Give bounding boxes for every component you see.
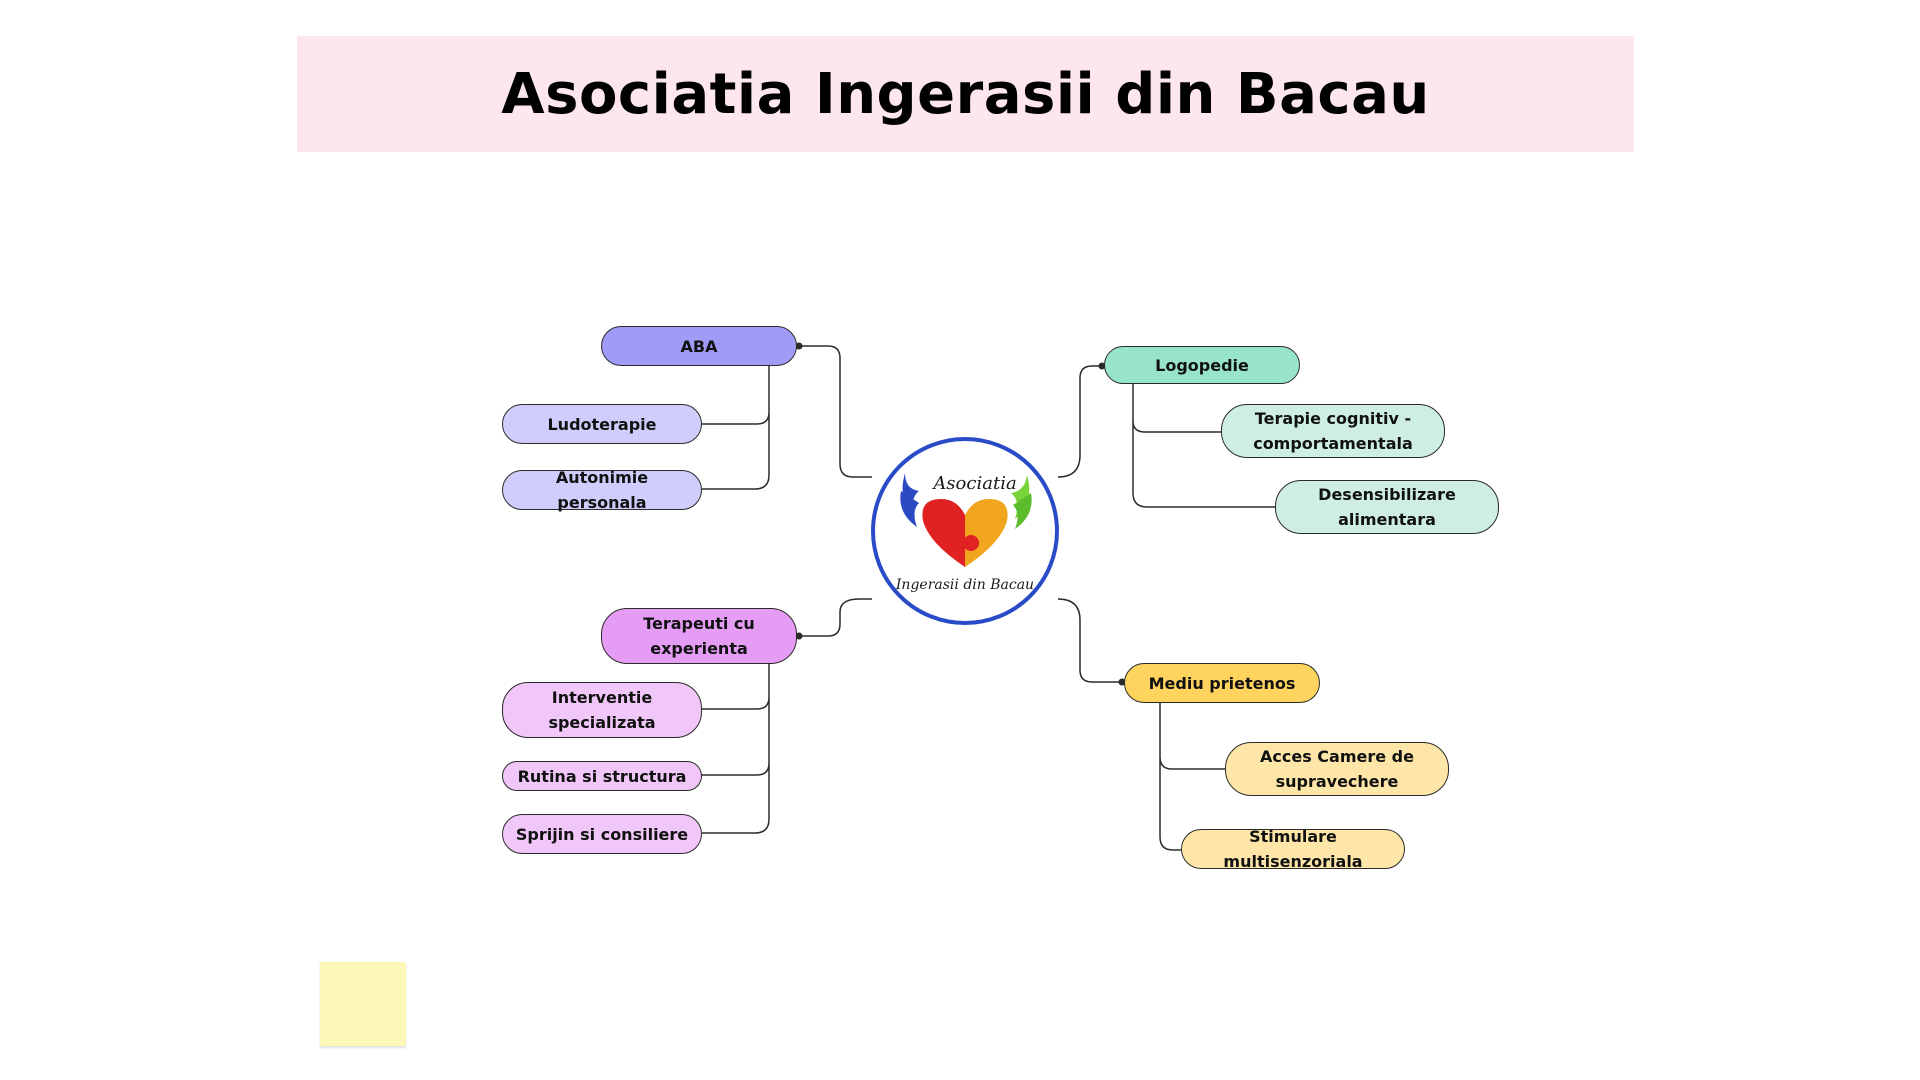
connector-aba-children <box>702 364 770 490</box>
connector-terapeuti-children <box>702 664 770 834</box>
logo: Asociatia Ingerasii din Bacau <box>871 437 1059 625</box>
logo-top-text: Asociatia <box>933 473 1017 494</box>
node-sprijin-si-consiliere[interactable]: Sprijin si consiliere <box>502 814 702 854</box>
connector-dot-logopedie <box>1098 362 1106 370</box>
connector-logopedie-children <box>1132 384 1275 508</box>
node-mediu-prietenos[interactable]: Mediu prietenos <box>1124 663 1320 703</box>
connector-dot-mediu <box>1118 678 1126 686</box>
node-desensibilizare-alimentara[interactable]: Desensibilizare alimentara <box>1275 480 1499 534</box>
node-terapeuti-cu-experienta[interactable]: Terapeuti cu experienta <box>601 608 797 664</box>
node-interventie-specializata[interactable]: Interventie specializata <box>502 682 702 738</box>
connector-mediu-children <box>1159 701 1225 851</box>
connector-dot-aba <box>795 342 803 350</box>
title-banner: Asociatia Ingerasii din Bacau <box>297 36 1634 152</box>
connector-dot-terapeuti <box>795 632 803 640</box>
node-ludoterapie[interactable]: Ludoterapie <box>502 404 702 444</box>
logo-emblem-icon <box>900 473 1032 567</box>
node-stimulare-multisenzoriala[interactable]: Stimulare multisenzoriala <box>1181 827 1405 871</box>
connector-center-aba <box>799 345 872 478</box>
node-logopedie[interactable]: Logopedie <box>1104 346 1300 384</box>
connector-center-mediu <box>1057 598 1122 683</box>
node-rutina-si-structura[interactable]: Rutina si structura <box>502 761 702 791</box>
logo-bottom-text: Ingerasii din Bacau <box>895 577 1035 593</box>
sticky-note[interactable] <box>320 962 406 1046</box>
node-terapie-cognitiv[interactable]: Terapie cognitiv - comportamentala <box>1221 404 1445 458</box>
connector-center-terapeuti <box>799 598 872 637</box>
node-acces-camere[interactable]: Acces Camere de supravechere <box>1225 742 1449 796</box>
page-title: Asociatia Ingerasii din Bacau <box>501 61 1430 127</box>
node-aba[interactable]: ABA <box>601 326 797 366</box>
connector-center-logopedie <box>1057 365 1102 478</box>
node-autonimie-personala[interactable]: Autonimie personala <box>502 468 702 512</box>
